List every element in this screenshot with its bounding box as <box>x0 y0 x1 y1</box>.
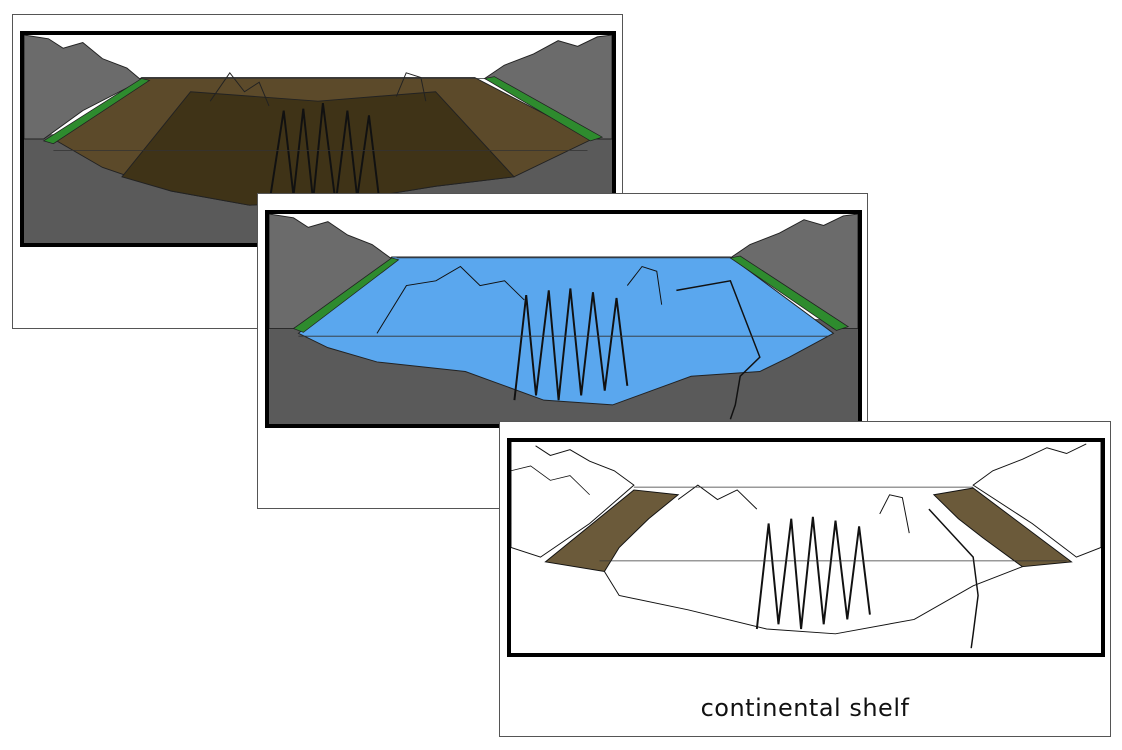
ocean-floor-illustration <box>20 31 616 247</box>
ocean-floor-drawing <box>24 35 612 243</box>
continental-shelf-drawing <box>511 442 1101 653</box>
ocean-floor-illustration <box>265 210 862 428</box>
ocean-floor-card-colored: ocea <box>12 14 623 329</box>
ocean-floor-drawing <box>269 214 858 424</box>
continental-shelf-card: continental shelf <box>499 421 1111 737</box>
continental-shelf-illustration <box>507 438 1105 657</box>
card-label: continental shelf <box>700 694 910 722</box>
